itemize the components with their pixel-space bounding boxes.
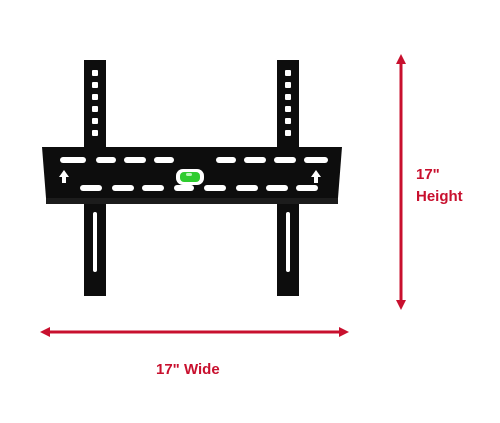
height-value-label: 17" — [416, 166, 440, 183]
height-dimension-line — [396, 54, 406, 310]
height-word-label: Height — [416, 188, 463, 205]
up-arrow-icon — [311, 170, 321, 183]
up-arrow-icon — [59, 170, 69, 183]
width-dimension-line — [40, 327, 349, 337]
bubble-level-icon — [176, 169, 204, 185]
width-label: 17" Wide — [156, 361, 220, 378]
